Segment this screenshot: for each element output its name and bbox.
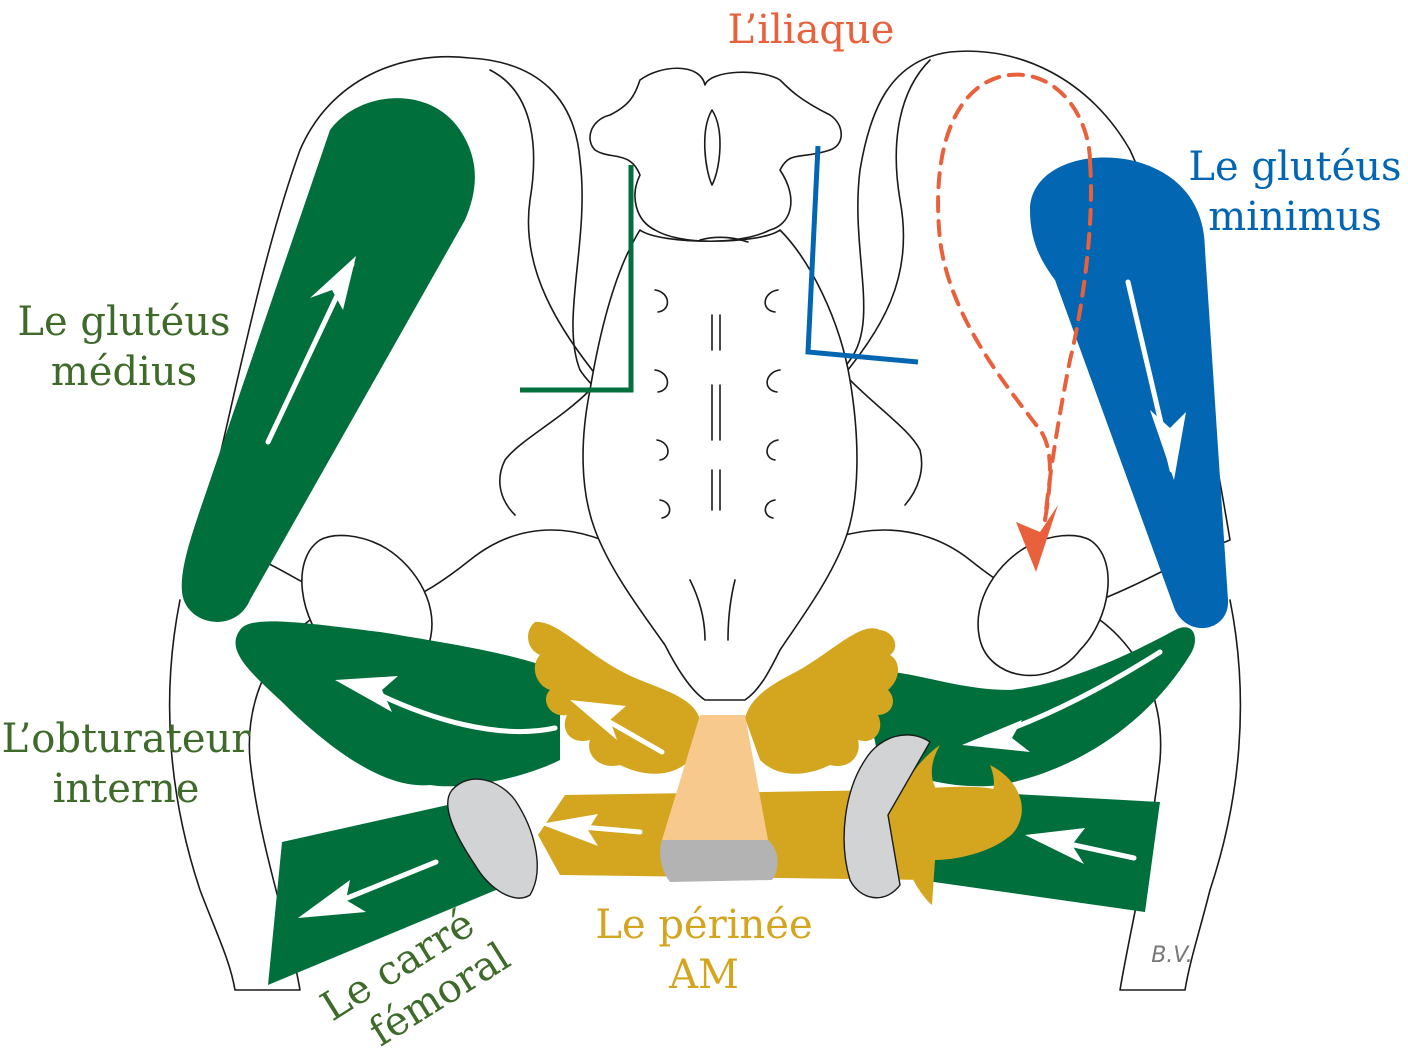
label-iliaque: L’iliaque (728, 7, 895, 53)
label-gluteus-medius-2: médius (51, 349, 197, 395)
label-gluteus-minimus-1: Le glutéus (1188, 144, 1401, 190)
sphincter (660, 840, 778, 882)
sacrum (583, 230, 857, 700)
label-gluteus-medius-1: Le glutéus (17, 299, 230, 345)
label-gluteus-minimus-2: minimus (1208, 194, 1382, 240)
label-obturateur-2: interne (53, 766, 200, 812)
label-perinee-1: Le périnée (595, 902, 812, 948)
label-obturateur-1: L’obturateur (2, 716, 252, 762)
signature: B.V. (1151, 943, 1193, 968)
label-perinee-2: AM (668, 952, 739, 998)
